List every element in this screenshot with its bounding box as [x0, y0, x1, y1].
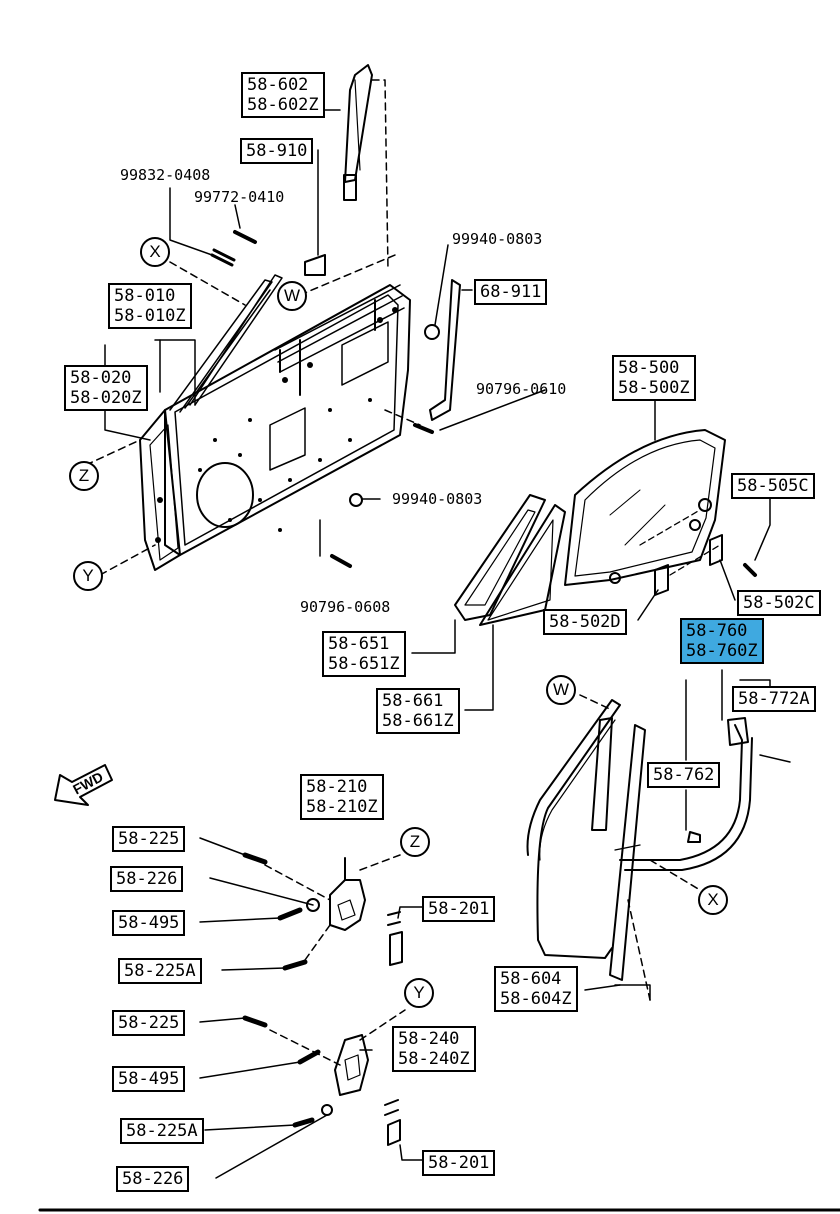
ref-circle-y-upper: Y — [73, 561, 103, 591]
part-label-58-505c: 58-505C — [731, 473, 815, 499]
ref-circle-z-upper: Z — [69, 461, 99, 491]
ref-circle-x-upper: X — [140, 237, 170, 267]
part-label-58-226-upper: 58-226 — [110, 866, 184, 892]
leaders-left — [74, 79, 546, 576]
fastener-99772-0410: 99772-0410 — [194, 188, 285, 206]
fastener-99940-0803-upper: 99940-0803 — [452, 230, 543, 248]
fastener-90796-0610: 90796-0610 — [476, 380, 567, 398]
upper-hinge — [329, 857, 403, 966]
fastener-99940-0803-lower: 99940-0803 — [392, 490, 483, 508]
leaders-lower-right — [579, 669, 791, 1001]
part-label-58-225a-lower: 58-225A — [120, 1118, 204, 1144]
leaders-center — [411, 399, 771, 711]
part-label-68-911: 68-911 — [474, 279, 548, 305]
ref-circle-w-upper: W — [277, 281, 307, 311]
door-glass — [564, 429, 726, 586]
part-label-58-201-lower: 58-201 — [422, 1150, 496, 1176]
part-label-58-772a: 58-772A — [732, 686, 816, 712]
sash-channels — [304, 64, 461, 421]
part-label-58-502d: 58-502D — [543, 609, 627, 635]
part-label-58-762: 58-762 — [647, 762, 721, 788]
part-label-58-495-lower: 58-495 — [112, 1066, 186, 1092]
hinge-fasteners — [242, 852, 333, 1128]
part-label-58-225-lower: 58-225 — [112, 1010, 186, 1036]
part-label-58-495-upper: 58-495 — [112, 910, 186, 936]
door-shell — [139, 274, 411, 571]
window-run-frame — [526, 699, 753, 981]
ref-circle-x-lower: X — [698, 885, 728, 915]
ref-circle-y-lower: Y — [404, 978, 434, 1008]
part-label-58-225a-upper: 58-225A — [118, 958, 202, 984]
part-label-58-910: 58-910 — [240, 138, 314, 164]
lower-hinge — [334, 1034, 401, 1146]
ref-circle-w-lower: W — [546, 675, 576, 705]
part-label-58-226-lower: 58-226 — [116, 1166, 190, 1192]
leaders-hinges — [199, 837, 423, 1179]
part-label-58-502c: 58-502C — [737, 590, 821, 616]
part-label-58-225-upper: 58-225 — [112, 826, 186, 852]
fasteners-left — [210, 230, 440, 568]
fastener-90796-0608: 90796-0608 — [300, 598, 391, 616]
fastener-99832-0408: 99832-0408 — [120, 166, 211, 184]
fwd-arrow — [54, 764, 113, 806]
glass-brackets — [639, 509, 757, 596]
ref-circle-z-lower: Z — [400, 827, 430, 857]
part-label-58-201-upper: 58-201 — [422, 896, 496, 922]
quarter-glass — [454, 494, 566, 626]
